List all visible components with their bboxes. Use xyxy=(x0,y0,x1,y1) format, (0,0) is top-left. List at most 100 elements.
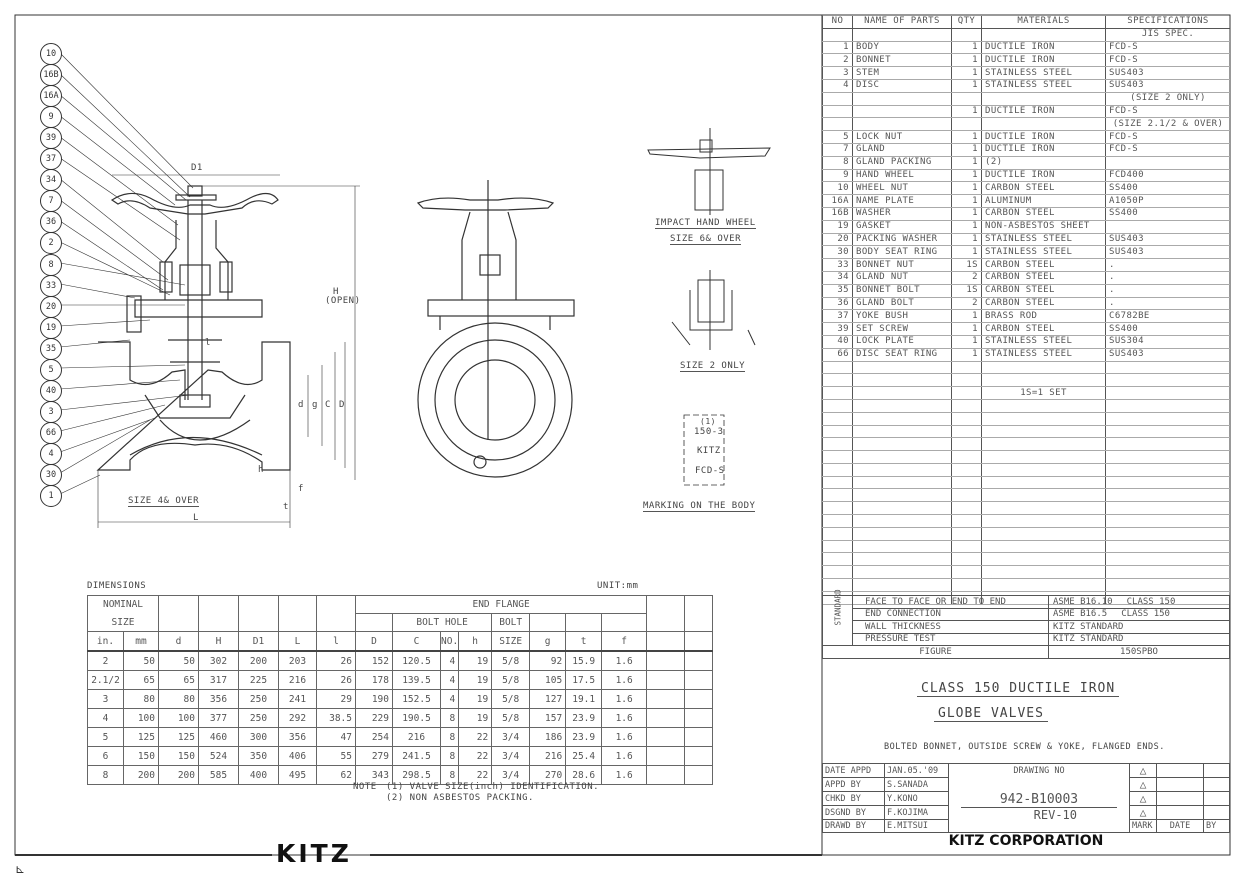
parts-cell: 8 xyxy=(822,156,853,170)
dims-cell: 4 xyxy=(439,670,460,690)
parts-cell: 1 xyxy=(951,41,982,55)
parts-cell: CARBON STEEL xyxy=(981,297,1106,311)
dims-cell: 178 xyxy=(355,670,393,690)
parts-cell: SUS403 xyxy=(1105,348,1230,362)
parts-cell: YOKE BUSH xyxy=(852,309,952,324)
dims-cell: 406 xyxy=(278,746,317,766)
title-subtitle: BOLTED BONNET, OUTSIDE SCREW & YOKE, FLA… xyxy=(884,742,1165,752)
dims-cell: 300 xyxy=(238,727,279,747)
note-2: (2) NON ASBESTOS PACKING. xyxy=(386,793,534,803)
parts-header-cell: SPECIFICATIONS xyxy=(1105,16,1230,29)
dims-cell: 17.5 xyxy=(565,670,603,690)
parts-cell: BODY xyxy=(852,41,952,55)
parts-cell: SUS403 xyxy=(1105,79,1230,93)
parts-cell xyxy=(951,386,982,400)
parts-cell: 33 xyxy=(822,258,853,272)
dims-col-header: mm xyxy=(123,631,159,652)
dims-cell: 350 xyxy=(238,746,279,766)
parts-cell: 1 xyxy=(951,143,982,157)
dims-cell: 120.5 xyxy=(392,650,441,671)
dims-cell: 200 xyxy=(123,765,159,785)
parts-cell: LOCK PLATE xyxy=(852,335,952,349)
parts-cell: 5 xyxy=(822,130,853,144)
standard-label-text: STANDARD xyxy=(833,589,843,626)
standard-label: STANDARD xyxy=(822,589,853,646)
parts-cell: 37 xyxy=(822,309,853,324)
parts-cell: NON-ASBESTOS SHEET xyxy=(981,220,1106,234)
dimensions-table: NOMINAL END FLANGE SIZE BOLT HOLE BOLT i… xyxy=(87,595,713,785)
dims-cell: 65 xyxy=(123,670,159,690)
parts-cell: 4 xyxy=(822,79,853,93)
dims-cell: 1.6 xyxy=(601,670,648,690)
parts-cell: FCD400 xyxy=(1105,169,1230,183)
h-size: SIZE xyxy=(87,613,159,632)
parts-cell xyxy=(951,28,982,42)
parts-cell: LOCK NUT xyxy=(852,130,952,144)
dims-cell: 8 xyxy=(87,765,124,785)
parts-cell: 39 xyxy=(822,322,853,336)
standard-item: FACE TO FACE OR END TO END xyxy=(852,595,1049,609)
approval-value: JAN.05.'09 xyxy=(884,763,949,778)
dims-cell: 62 xyxy=(316,765,356,785)
dims-col-header: D1 xyxy=(238,631,279,652)
parts-cell: GLAND PACKING xyxy=(852,156,952,170)
parts-cell: 36 xyxy=(822,297,853,311)
dims-cell: 22 xyxy=(458,727,493,747)
approval-value: S.SANADA xyxy=(884,777,949,792)
dims-cell: 356 xyxy=(278,727,317,747)
standard-spec: KITZ STANDARD xyxy=(1053,621,1124,632)
parts-cell xyxy=(822,28,853,42)
dims-cell: 125 xyxy=(158,727,199,747)
parts-cell: 1 xyxy=(951,169,982,183)
parts-cell: DUCTILE IRON xyxy=(981,143,1106,157)
size-note: SIZE 4& OVER xyxy=(128,496,200,507)
dims-cell: 186 xyxy=(529,727,567,747)
parts-cell: GLAND xyxy=(852,143,952,157)
part-balloon: 9 xyxy=(40,106,62,129)
kitz-logo: KITZ xyxy=(276,839,352,868)
parts-cell: 1 xyxy=(951,194,982,208)
dims-cell: 524 xyxy=(198,746,239,766)
parts-row-empty xyxy=(822,450,1230,464)
dims-col-header: D xyxy=(355,631,393,652)
parts-cell xyxy=(822,105,853,119)
parts-cell xyxy=(981,373,1106,388)
dim-label-D: D xyxy=(339,400,345,410)
approval-label: DRAWD BY xyxy=(822,818,885,834)
dims-col-header: C xyxy=(392,631,441,652)
dims-cell: 152 xyxy=(355,650,393,671)
part-balloon: 8 xyxy=(40,253,62,276)
dims-cell: 250 xyxy=(238,708,279,728)
approval-label: CHKD BY xyxy=(822,791,885,806)
dims-cell: 5/8 xyxy=(491,708,531,728)
dims-cell: 1.6 xyxy=(601,746,648,766)
parts-cell: SUS304 xyxy=(1105,335,1230,349)
dims-cell: 250 xyxy=(238,689,279,709)
figure-label: FIGURE xyxy=(822,645,1049,659)
dims-cell: 4 xyxy=(439,650,460,671)
part-balloon: 1 xyxy=(40,485,62,508)
part-balloon: 3 xyxy=(40,400,62,423)
standard-item: END CONNECTION xyxy=(852,607,1049,621)
parts-cell: NAME PLATE xyxy=(852,194,952,208)
dim-label-h-hole: h xyxy=(258,465,264,475)
dims-cell: 229 xyxy=(355,708,393,728)
by-label: BY xyxy=(1203,818,1230,834)
parts-cell: SUS403 xyxy=(1105,245,1230,260)
dims-col-header: f xyxy=(601,631,648,652)
dims-cell: 19 xyxy=(458,650,493,671)
dims-cell: 585 xyxy=(198,765,239,785)
dims-col-header: g xyxy=(529,631,567,652)
impact-size: SIZE 6& OVER xyxy=(670,234,742,245)
parts-cell xyxy=(981,92,1106,106)
parts-row-empty xyxy=(822,501,1230,516)
parts-cell: 1 xyxy=(951,309,982,324)
parts-cell: 16A xyxy=(822,194,853,208)
